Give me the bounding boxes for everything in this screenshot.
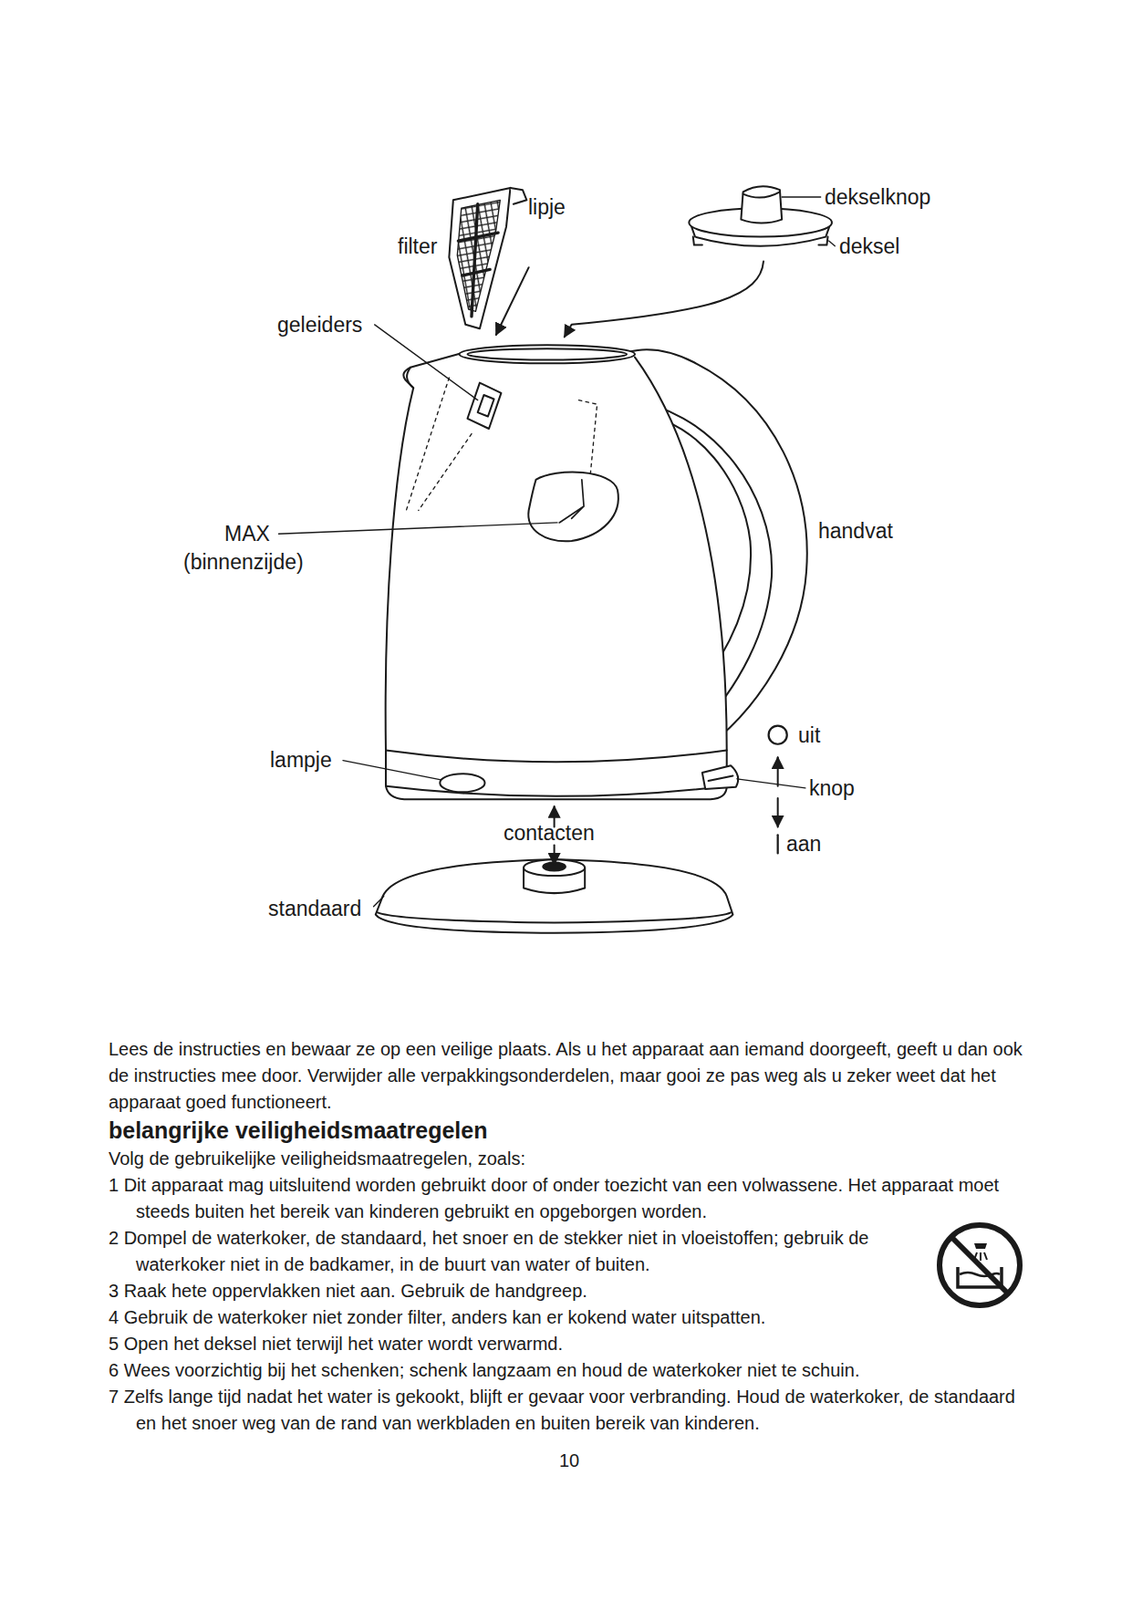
drawing-stroke bbox=[559, 479, 584, 523]
drawing-stroke bbox=[777, 798, 779, 827]
drawing-stroke bbox=[456, 199, 500, 312]
drawing-stroke bbox=[373, 895, 385, 906]
drawing-stroke bbox=[278, 522, 557, 534]
drawing-stroke bbox=[777, 757, 779, 786]
drawing-stroke bbox=[777, 834, 779, 853]
drawing-stroke bbox=[693, 237, 829, 246]
drawing-stroke bbox=[688, 186, 832, 247]
drawing-stroke bbox=[939, 1225, 1020, 1306]
part-label: uit bbox=[798, 723, 821, 748]
intro-line: Volg de gebruikelijke veiligheidsmaatreg… bbox=[108, 1145, 1030, 1173]
part-label: MAX bbox=[224, 521, 271, 546]
safety-item: 1 Dit apparaat mag uitsluitend worden ge… bbox=[108, 1172, 1030, 1226]
drawing-stroke bbox=[974, 1243, 987, 1249]
drawing-stroke bbox=[496, 267, 530, 335]
safety-item: 4 Gebruik de waterkoker niet zonder filt… bbox=[108, 1304, 1030, 1331]
part-label: lampje bbox=[270, 747, 333, 772]
part-label: knop bbox=[809, 776, 855, 800]
drawing-stroke bbox=[952, 1237, 1008, 1293]
drawing-stroke bbox=[406, 367, 414, 388]
kettle-illustration bbox=[0, 0, 1132, 1031]
part-label: (binnenzijde) bbox=[183, 550, 304, 574]
drawing-stroke bbox=[448, 187, 527, 329]
part-label: standaard bbox=[268, 896, 362, 921]
drawing-stroke bbox=[708, 775, 734, 781]
safety-item: 3 Raak hete oppervlakken niet aan. Gebru… bbox=[108, 1277, 1030, 1305]
drawing-stroke bbox=[528, 472, 619, 542]
drawing-stroke bbox=[375, 859, 734, 934]
body-text: Lees de instructies en bewaar ze op een … bbox=[108, 1036, 1030, 1116]
drawing-stroke bbox=[385, 786, 727, 797]
drawing-stroke bbox=[448, 187, 510, 329]
drawing-stroke bbox=[467, 383, 502, 429]
drawing-stroke bbox=[743, 191, 780, 198]
drawing-stroke bbox=[702, 765, 738, 790]
drawing-stroke bbox=[477, 394, 495, 416]
part-label: dekselknop bbox=[824, 185, 931, 209]
part-label: geleiders bbox=[277, 312, 363, 337]
no-bath-icon bbox=[934, 1219, 1026, 1311]
drawing-stroke bbox=[278, 186, 835, 934]
part-label: aan bbox=[786, 831, 821, 856]
safety-item: 7 Zelfs lange tijd nadat het water is ge… bbox=[108, 1383, 1030, 1437]
part-label: lipje bbox=[528, 195, 566, 219]
drawing-stroke bbox=[457, 232, 499, 276]
drawing-stroke bbox=[278, 197, 835, 907]
part-label: deksel bbox=[839, 234, 900, 259]
drawing-stroke bbox=[510, 187, 528, 205]
safety-item: 2 Dompel de waterkoker, de standaard, he… bbox=[108, 1225, 1030, 1278]
drawing-stroke bbox=[467, 348, 628, 360]
drawing-stroke bbox=[564, 260, 764, 337]
drawing-stroke bbox=[553, 845, 556, 865]
part-label: handvat bbox=[818, 519, 894, 543]
part-label: filter bbox=[397, 234, 437, 259]
drawing-stroke bbox=[375, 859, 734, 934]
drawing-stroke bbox=[377, 912, 731, 923]
drawing-stroke bbox=[781, 196, 821, 198]
drawing-stroke bbox=[459, 344, 635, 364]
drawing-stroke bbox=[737, 778, 806, 789]
drawing-stroke bbox=[829, 240, 836, 247]
page-number: 10 bbox=[108, 1447, 1030, 1475]
drawing-stroke bbox=[740, 186, 782, 223]
drawing-stroke bbox=[385, 749, 727, 762]
drawing-stroke bbox=[342, 760, 441, 780]
part-label: contacten bbox=[503, 820, 595, 845]
drawing-stroke bbox=[385, 344, 727, 800]
drawing-stroke bbox=[385, 353, 727, 800]
drawing-stroke bbox=[768, 726, 788, 745]
drawing-stroke bbox=[471, 204, 478, 317]
drawing-stroke bbox=[439, 773, 485, 792]
drawing-stroke bbox=[374, 324, 478, 401]
safety-item: 6 Wees voorzichtig bij het schenken; sch… bbox=[108, 1357, 1030, 1384]
section-heading: belangrijke veiligheidsmaatregelen bbox=[108, 1115, 1030, 1146]
safety-item: 5 Open het deksel niet terwijl het water… bbox=[108, 1330, 1030, 1358]
